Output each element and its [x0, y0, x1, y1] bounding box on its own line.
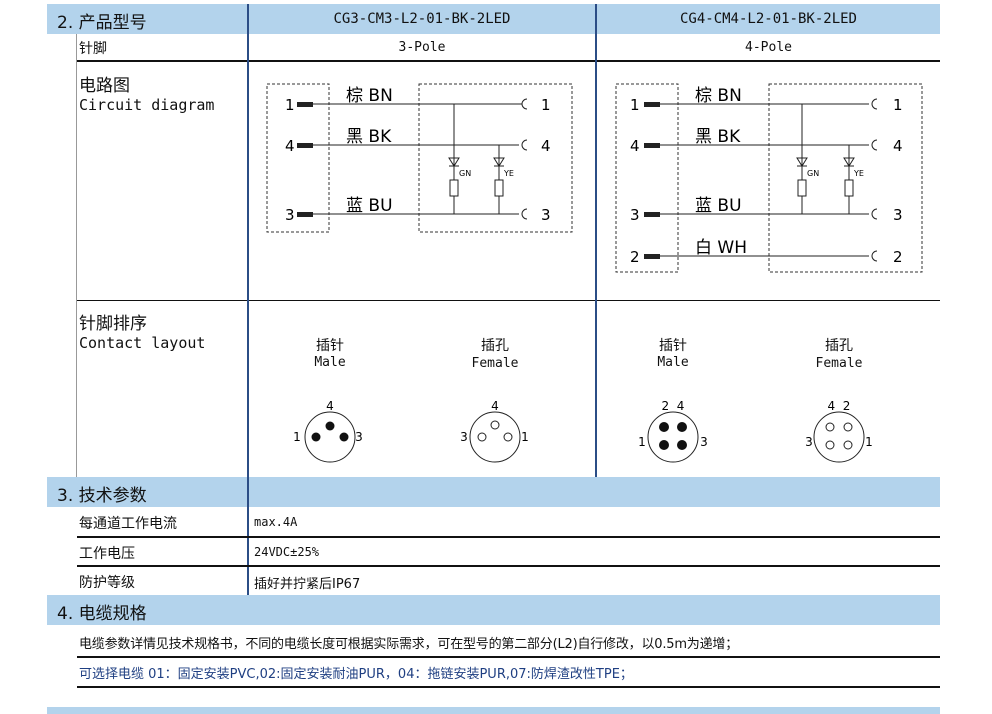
c4-wire-wh: 白 WH: [695, 238, 747, 258]
svg-text:4: 4: [326, 399, 334, 413]
circuit-label-cn: 电路图: [79, 76, 130, 96]
p3-male-connector: 4 1 3: [293, 399, 363, 463]
c3-right-pin-4: 4: [541, 137, 551, 155]
c3-right-pin-3: 3: [541, 206, 551, 224]
p4-female-en: Female: [815, 356, 863, 371]
section4-header-band: [47, 595, 940, 625]
svg-text:3: 3: [805, 435, 813, 449]
divider-left-outer: [76, 34, 77, 477]
spec-value-voltage: 24VDC±25%: [254, 545, 320, 559]
c4-wire-bu: 蓝 BU: [695, 196, 742, 216]
circuit-diagram-4pole: 1 4 3 2 1 4 3 2 棕 BN 黑 BK 蓝 BU 白 WH GN Y…: [615, 83, 923, 273]
c3-left-pin-1: 1: [285, 96, 295, 114]
pin-label: 针脚: [79, 41, 107, 57]
circuit-diagram-3pole: 1 4 3 1 4 3 棕 BN 黑 BK 蓝 BU GN YE: [266, 83, 573, 233]
p4-male-cn: 插针: [659, 338, 687, 354]
spec-value-protection: 插好并拧紧后IP67: [254, 577, 361, 592]
svg-text:3: 3: [355, 430, 363, 444]
p4-female-cn: 插孔: [825, 338, 853, 354]
spec-label-voltage: 工作电压: [79, 546, 135, 562]
c4-left-pin-4: 4: [630, 137, 640, 155]
c3-right-pin-1: 1: [541, 96, 551, 114]
c3-led-gn: GN: [459, 169, 471, 178]
svg-text:4: 4: [491, 399, 499, 413]
c4-left-pin-3: 3: [630, 206, 640, 224]
contact-label-en: Contact layout: [79, 334, 206, 352]
svg-text:1: 1: [293, 430, 301, 444]
c4-led-gn: GN: [807, 169, 819, 178]
spec-label-current: 每通道工作电流: [79, 516, 177, 532]
cable-row1-line: [77, 656, 940, 658]
section4-footer-strip: [47, 707, 940, 714]
p3-female-cn: 插孔: [481, 338, 509, 354]
spec-row2-line: [77, 565, 940, 567]
p4-male-connector: 2 4 1 3: [638, 399, 708, 463]
p3-female-en: Female: [471, 356, 519, 371]
svg-text:1: 1: [865, 435, 873, 449]
c4-right-pin-2: 2: [893, 248, 903, 266]
c4-wire-bk: 黑 BK: [695, 127, 741, 147]
circuit-label-en: Circuit diagram: [79, 96, 215, 114]
c4-wire-bn: 棕 BN: [695, 86, 742, 106]
divider-model-column: [595, 4, 597, 477]
pins-3pole: 3-Pole: [398, 40, 446, 55]
c4-left-pin-1: 1: [630, 96, 640, 114]
section3-header-divider: [247, 477, 249, 507]
model-3pole: CG3-CM3-L2-01-BK-2LED: [333, 11, 511, 27]
p4-female-connector: 4 2 3 1: [805, 399, 873, 463]
c3-left-pin-4: 4: [285, 137, 295, 155]
left-margin-bar: [47, 34, 76, 477]
section3-header-band: [47, 477, 940, 507]
section3-title: 3. 技术参数: [57, 486, 147, 506]
c3-left-pin-3: 3: [285, 206, 295, 224]
spec-value-current: max.4A: [254, 515, 298, 529]
c4-led-ye: YE: [853, 169, 864, 178]
c3-wire-bk: 黑 BK: [346, 127, 392, 147]
section2-header-band: [47, 4, 940, 34]
p3-male-cn: 插针: [316, 338, 344, 354]
section4-title: 4. 电缆规格: [57, 604, 147, 624]
c3-led-ye: YE: [503, 169, 514, 178]
svg-text:3: 3: [700, 435, 708, 449]
svg-text:3: 3: [460, 430, 468, 444]
spec-label-protection: 防护等级: [79, 575, 135, 591]
circuit-row-bottom-line: [77, 300, 940, 301]
pins-4pole: 4-Pole: [745, 40, 792, 55]
cable-row2-line: [77, 686, 940, 688]
c3-wire-bn: 棕 BN: [346, 86, 393, 106]
svg-text:1: 1: [521, 430, 529, 444]
section3-label-divider: [247, 507, 249, 595]
spec-row1-line: [77, 536, 940, 538]
cable-note-2: 可选择电缆 01：固定安装PVC,02:固定安装耐油PUR，04：拖链安装PUR…: [79, 667, 633, 682]
c4-right-pin-4: 4: [893, 137, 903, 155]
c4-right-pin-1: 1: [893, 96, 903, 114]
c4-right-pin-3: 3: [893, 206, 903, 224]
contact-label-cn: 针脚排序: [79, 314, 147, 334]
section3-left-margin: [47, 507, 76, 595]
p3-female-connector: 4 3 1: [460, 399, 529, 463]
cable-note-1: 电缆参数详情见技术规格书，不同的电缆长度可根据实际需求，可在型号的第二部分(L2…: [79, 637, 738, 652]
divider-label-column: [247, 4, 249, 477]
c3-wire-bu: 蓝 BU: [346, 196, 393, 216]
svg-text:1: 1: [638, 435, 646, 449]
section2-title: 2. 产品型号: [57, 13, 147, 33]
p4-male-en: Male: [657, 355, 689, 370]
p3-male-en: Male: [314, 355, 346, 370]
c4-left-pin-2: 2: [630, 248, 640, 266]
svg-text:4 2: 4 2: [828, 399, 851, 413]
pin-row-bottom-line: [77, 60, 940, 62]
model-4pole: CG4-CM4-L2-01-BK-2LED: [679, 11, 857, 27]
svg-text:2 4: 2 4: [662, 399, 685, 413]
